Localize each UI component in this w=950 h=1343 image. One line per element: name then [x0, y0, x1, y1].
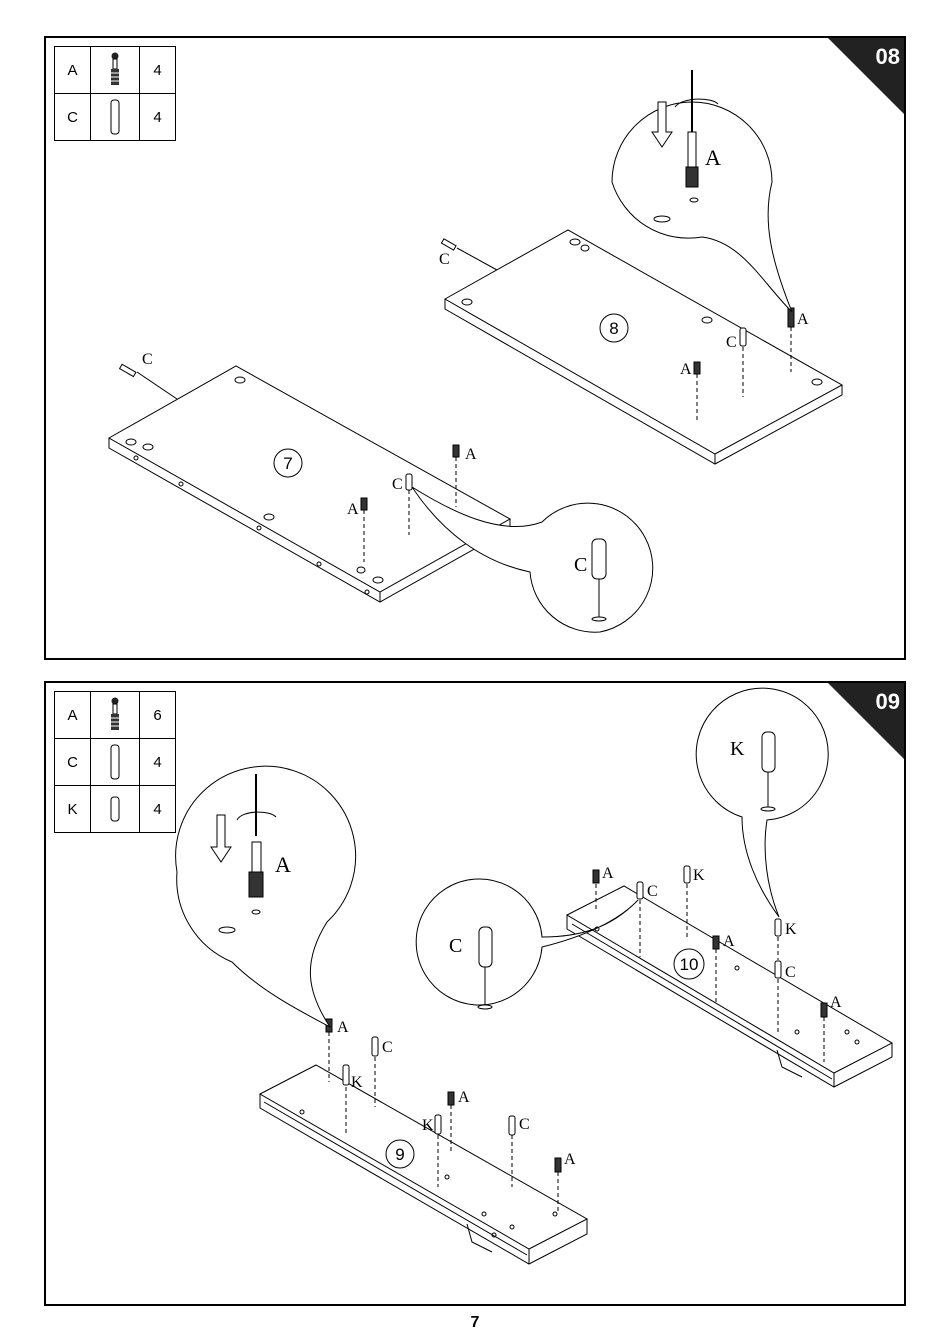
bolt-label: A	[458, 1089, 470, 1106]
dowel-callout-bubble	[412, 487, 653, 632]
step-09-illustration: A C K A K C A A C K A K C A A C K 9 10	[46, 683, 906, 1306]
short-dowel-label: K	[693, 867, 705, 884]
panel-8-board	[441, 230, 842, 464]
step-08-panel: A 4 C 4 08	[44, 36, 906, 660]
panel-number-7: 7	[283, 454, 292, 473]
bolt-callout-label: A	[275, 852, 291, 877]
bolt-label: A	[680, 361, 692, 378]
bolt-label: A	[602, 865, 614, 882]
step-08-illustration: C C A A C A C A A C 7 8	[46, 38, 906, 660]
panel-number-8: 8	[609, 319, 618, 338]
bolt-label: A	[830, 994, 842, 1011]
dowel-label: C	[519, 1116, 530, 1133]
short-dowel-label: K	[422, 1117, 434, 1134]
bolt-label: A	[337, 1019, 349, 1036]
panel-7-board	[109, 364, 510, 602]
bolt-label: A	[723, 933, 735, 950]
panel-10-board	[567, 886, 892, 1087]
step-09-panel: A 6 C 4 K 4 09	[44, 681, 906, 1306]
dowel-callout-label: C	[449, 935, 462, 957]
dowel-label: C	[382, 1039, 393, 1056]
dowel-callout-label: C	[574, 554, 587, 576]
bolt-callout-label: A	[705, 145, 721, 170]
panel-number-10: 10	[680, 955, 699, 974]
bolt-label: A	[465, 446, 477, 463]
dowel-label: C	[726, 334, 737, 351]
short-dowel-callout-bubble	[696, 688, 828, 917]
short-dowel-label: K	[785, 921, 797, 938]
short-dowel-callout-label: K	[730, 738, 745, 760]
dowel-label: C	[392, 476, 403, 493]
panel-9-board	[260, 1065, 587, 1264]
bolt-callout-bubble	[176, 766, 356, 1027]
short-dowel-label: K	[351, 1074, 363, 1091]
bolt-label: A	[564, 1151, 576, 1168]
side-dowel-label: C	[142, 351, 153, 368]
side-dowel-label: C	[439, 251, 450, 268]
bolt-label: A	[797, 311, 809, 328]
panel-number-9: 9	[395, 1145, 404, 1164]
dowel-label: C	[785, 964, 796, 981]
bolt-label: A	[347, 501, 359, 518]
page-number: 7	[0, 1314, 950, 1332]
dowel-label: C	[647, 883, 658, 900]
